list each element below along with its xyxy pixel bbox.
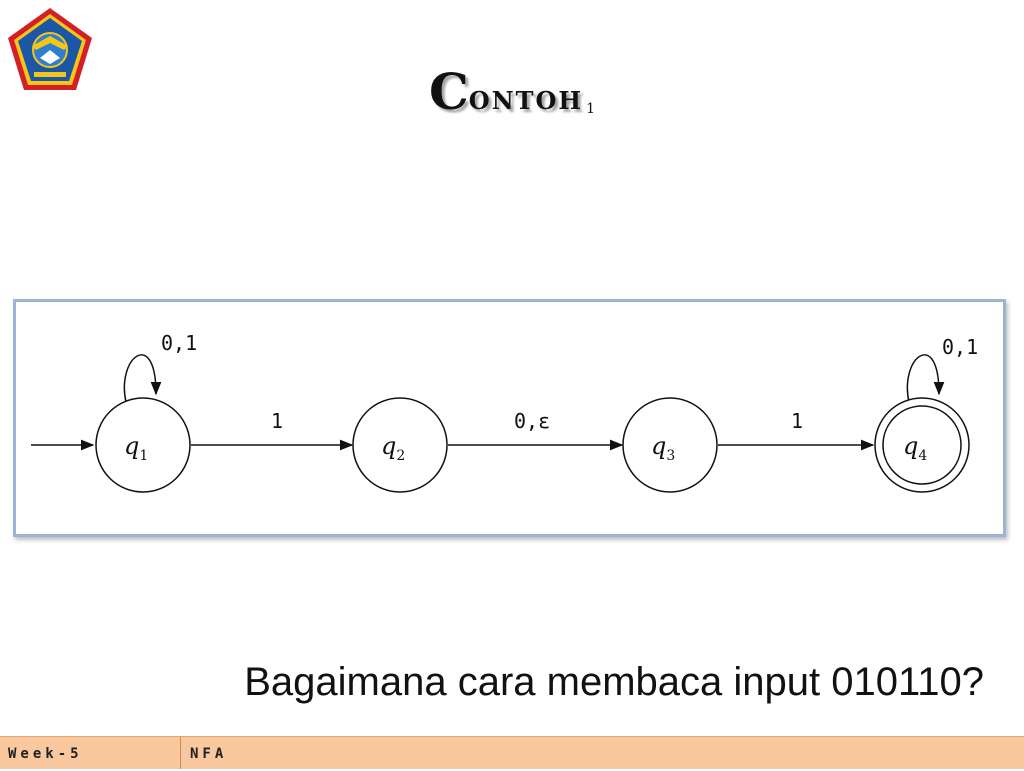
question-text: Bagaimana cara membaca input 010110?: [244, 660, 984, 704]
title-subscript: 1: [586, 101, 595, 117]
svg-text:q2: q2: [381, 432, 405, 464]
self-loop-q4: [906, 354, 945, 403]
transition-label-q3-q4: 1: [791, 409, 803, 433]
transition-label-q2-q3: 0,ε: [514, 409, 550, 433]
self-loop-q1: [123, 354, 162, 403]
state-q2-sub: 2: [396, 448, 405, 464]
svg-text:q1: q1: [124, 432, 148, 464]
state-q2-letter: q: [381, 432, 396, 460]
transition-label-q1-q2: 1: [271, 409, 283, 433]
title-rest: ontoh: [468, 78, 584, 118]
state-q4-accept: q4: [874, 397, 970, 493]
state-q1-letter: q: [124, 432, 139, 460]
state-q3-sub: 3: [666, 448, 675, 464]
footer-divider: [180, 737, 181, 769]
state-q4-letter: q: [903, 432, 918, 460]
nfa-diagram: 0,1 0,1 1 0,ε 1 q1 q2 q3 q4: [31, 331, 978, 493]
transition-label-q1-q1: 0,1: [161, 331, 197, 355]
transition-label-q4-q4: 0,1: [942, 335, 978, 359]
footer-topic-label: NFA: [190, 746, 228, 762]
title-initial: C: [428, 62, 469, 121]
nfa-diagram-frame: 0,1 0,1 1 0,ε 1 q1 q2 q3 q4: [13, 299, 1006, 537]
state-q3-letter: q: [651, 432, 666, 460]
svg-text:q3: q3: [651, 432, 675, 464]
svg-text:q4: q4: [903, 432, 927, 464]
state-q1-sub: 1: [139, 448, 148, 464]
state-q3: q3: [622, 397, 718, 493]
state-q1: q1: [95, 397, 191, 493]
state-q4-sub: 4: [918, 448, 927, 464]
footer-week-label: Week-5: [8, 746, 83, 762]
state-q2: q2: [352, 397, 448, 493]
institution-logo: [8, 8, 92, 90]
footer-bar: Week-5 NFA: [0, 736, 1024, 769]
